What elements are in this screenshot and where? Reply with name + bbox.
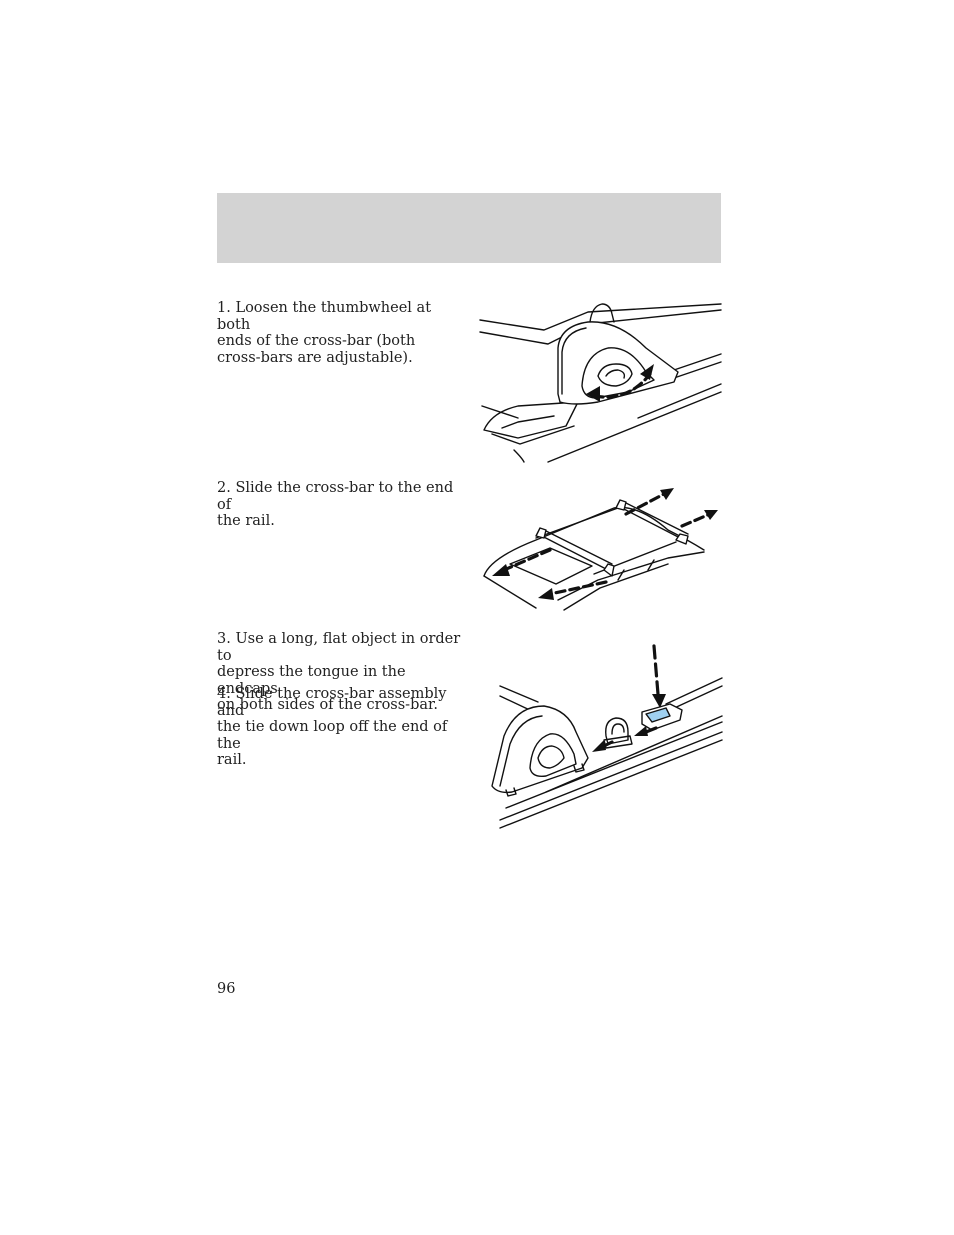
step-4-text: 4. Slide the cross-bar assembly and the …: [217, 686, 448, 768]
crossbar-slide-illustration-icon: [483, 488, 718, 611]
endcap-tongue-illustration-icon: [491, 644, 723, 829]
section-header-band: [217, 193, 721, 263]
step-1-text: 1. Loosen the thumbwheel at both ends of…: [217, 300, 432, 366]
step-3-text: 3. Use a long, flat object in order to d…: [217, 631, 461, 713]
thumbwheel-loosen-illustration-icon: [479, 303, 722, 463]
page-number: 96: [217, 981, 236, 997]
step-2-text: 2. Slide the cross-bar to the end of the…: [217, 480, 454, 529]
